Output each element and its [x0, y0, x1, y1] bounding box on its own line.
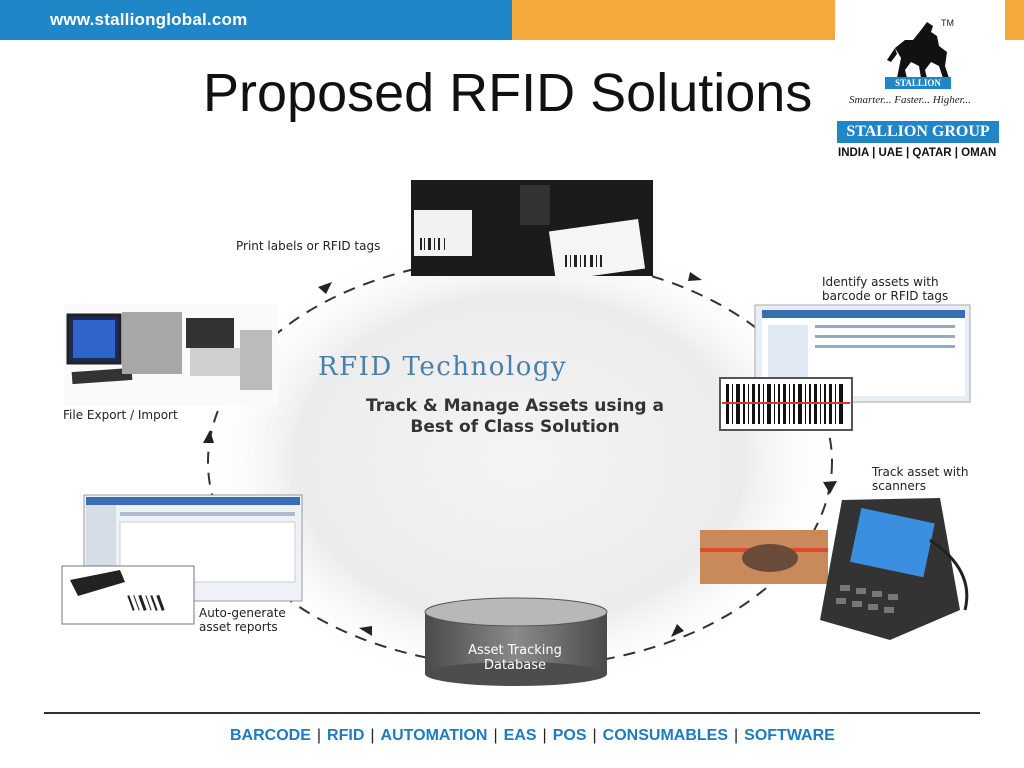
slide-title: Proposed RFID Solutions	[203, 63, 813, 123]
arrow-icon	[688, 272, 702, 281]
horse-icon	[887, 22, 949, 78]
footer-item-eas[interactable]: EAS	[503, 727, 537, 744]
stallion-logo: TM STALLION Smarter... Faster... Higher.…	[835, 0, 1005, 165]
computer-image	[64, 304, 278, 406]
footer-separator: |	[316, 727, 322, 744]
footer-item-consumables[interactable]: CONSUMABLES	[602, 727, 728, 744]
trademark: TM	[941, 18, 954, 28]
footer-separator: |	[734, 727, 739, 744]
step-reports-label: Auto-generate asset reports	[199, 606, 286, 634]
footer-item-automation[interactable]: AUTOMATION	[380, 727, 488, 744]
handheld-scanner-image	[700, 498, 969, 640]
arrow-icon	[823, 481, 837, 494]
website-url[interactable]: www.stallionglobal.com	[50, 10, 248, 29]
step-track-label: Track asset with scanners	[872, 465, 969, 493]
printer-image	[411, 180, 653, 282]
diagram-background	[200, 225, 840, 695]
step-identify-label: Identify assets with barcode or RFID tag…	[822, 275, 949, 303]
top-banner-blue	[0, 0, 512, 40]
footer-nav: BARCODE | RFID | AUTOMATION | EAS | POS | CONSUMAB…	[230, 727, 835, 745]
brand-tagline: Smarter... Faster... Higher...	[849, 94, 971, 106]
arrow-icon	[359, 626, 372, 636]
footer-divider	[44, 712, 980, 714]
cycle-arrows	[203, 272, 837, 637]
country-list: INDIA | UAE | QATAR | OMAN	[838, 147, 997, 159]
brand-name: STALLION	[885, 77, 951, 89]
step-print-label: Print labels or RFID tags	[236, 239, 381, 253]
center-title: RFID Technology	[318, 352, 568, 382]
identify-assets-image	[719, 304, 971, 431]
footer-separator: |	[542, 727, 547, 744]
footer-separator: |	[370, 727, 375, 744]
footer-separator: |	[493, 727, 498, 744]
footer-item-rfid[interactable]: RFID	[327, 727, 365, 744]
footer-item-pos[interactable]: POS	[552, 727, 587, 744]
reports-image	[61, 494, 303, 625]
arrow-icon	[671, 624, 684, 637]
database-icon	[424, 597, 608, 686]
step-database-label: Asset Tracking Database	[468, 643, 562, 673]
arrow-icon	[318, 282, 332, 294]
group-name: STALLION GROUP	[837, 121, 999, 143]
footer-item-software[interactable]: SOFTWARE	[744, 727, 835, 744]
arrow-icon	[203, 430, 214, 443]
footer-item-barcode[interactable]: BARCODE	[230, 727, 311, 744]
center-subtitle: Track & Manage Assets using a Best of Cl…	[365, 396, 664, 437]
step-export-label: File Export / Import	[63, 408, 178, 422]
footer-separator: |	[592, 727, 597, 744]
